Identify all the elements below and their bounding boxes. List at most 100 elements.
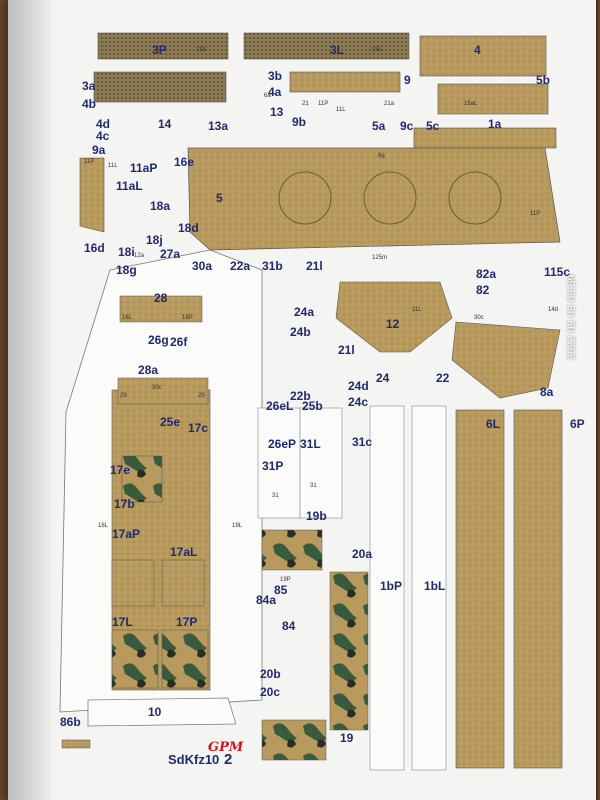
part-label: 84 [282,619,296,633]
photo-timestamp: 2022 02 03 03:59 [566,274,578,360]
part-17P [161,629,209,689]
part-label: 9a [92,143,106,157]
small-print-label: 16P [182,315,193,321]
part-label: 115c [544,265,571,279]
small-print-label: 16L [122,315,133,321]
small-print-label: 15aL [464,101,478,107]
small-print-label: 21a [384,101,395,107]
part-label: 26eL [266,399,294,413]
part-label: 26f [170,335,188,349]
part-9a [79,157,105,233]
part-6L [455,409,505,769]
small-print-label: 11P [84,159,95,165]
small-print-label: 11P [318,101,329,107]
part-17aL [161,559,205,607]
part-label: 26g [148,333,169,347]
part-label: 14 [158,117,172,131]
part-label: 31P [262,459,284,473]
part-12 [335,281,453,353]
part-label: 22b [290,389,311,403]
small-print-label: 30c [152,385,162,391]
part-label: 6P [570,417,585,431]
small-print-label: 29 [120,393,127,399]
part-label: 16e [174,155,195,169]
model-name: SdKfz10 [168,752,220,767]
part-label: 13 [270,105,284,119]
part-3L [243,32,410,60]
part-17e [121,455,163,503]
part-label: 85 [274,583,288,597]
part-label: 17c [188,421,209,435]
part-31P [257,407,301,519]
part-label: 19 [340,731,354,745]
part-label: 22a [230,259,251,273]
part-label: 24b [290,325,311,339]
part-label: 84a [256,593,277,607]
part-19 [261,719,327,761]
small-print-label: 29 [198,393,205,399]
small-print-label: 12a [134,253,145,259]
part-label: 3P [152,43,167,57]
part-label: 5c [426,119,440,133]
part-label: 24d [348,379,369,393]
part-label: 28a [138,363,159,377]
part-label: 5a [372,119,386,133]
part-20a-camo [261,529,323,571]
part-28a [117,377,209,405]
part-label: 82a [476,267,497,281]
part-label: 86b [60,715,81,729]
part-label: 17P [176,615,198,629]
part-label: 26eP [268,437,297,451]
part-label: 18a [150,199,171,213]
part-86b [61,739,91,749]
small-print-label: 19L [232,523,243,529]
part-label: 27a [160,247,181,261]
part-label: 9 [404,73,411,87]
small-print-label: 6g [378,153,385,159]
binding-gutter [8,0,52,800]
part-label: 17b [114,497,135,511]
part-label: 18g [116,263,137,277]
part-28 [119,295,203,323]
part-17L [111,629,159,689]
part-label: 20b [260,667,281,681]
part-label: 17aP [112,527,141,541]
small-print-label: 31 [272,493,279,499]
part-label: 4a [268,85,282,99]
small-print-label: 11tt [196,47,206,53]
small-print-label: 11L [412,307,422,313]
part-1bP [369,405,405,771]
small-print-label: 15L [372,47,383,53]
part-label: 20a [352,547,373,561]
part-10 [87,697,237,727]
part-label: 9c [400,119,414,133]
part-label: 17L [112,615,133,629]
part-label: 24 [376,371,390,385]
small-print-label: 6a [264,93,271,99]
part-31L [299,407,343,519]
part-label: 4b [82,97,97,111]
part-label: 24c [348,395,369,409]
part-label: 3b [268,69,283,83]
part-label: 1a [488,117,502,131]
part-label: 82 [476,283,490,297]
part-label: 25e [160,415,181,429]
part-1bL [411,405,447,771]
part-label: 13a [208,119,229,133]
part-label: 1bP [380,579,403,593]
small-print-label: 11L [108,163,118,169]
part-label: 21l [338,343,355,357]
part-label: 11aL [116,179,143,193]
small-print-label: 19P [280,577,291,583]
part-label: 11aP [130,161,158,175]
part-3a [93,71,227,103]
part-17aP [111,559,155,607]
page-number: 2 [224,751,233,768]
brand-logo: GPM [208,740,244,755]
part-label: 1bL [424,579,446,593]
part-label: 9b [292,115,307,129]
part-label: 31c [352,435,373,449]
part-label: 4c [96,129,110,143]
part-label: 18d [178,221,199,235]
